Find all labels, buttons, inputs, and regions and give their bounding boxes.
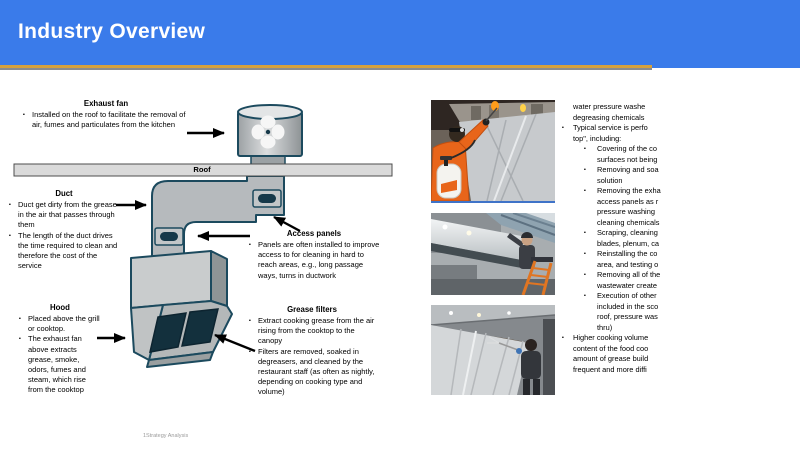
text-line-content: frequent and more diffi — [573, 364, 647, 374]
text-line: Removing all of the — [560, 270, 800, 281]
photo-hood-inspection — [431, 213, 555, 295]
text-line-content: Reinstalling the co — [597, 249, 658, 258]
text-line-content: solution — [597, 175, 623, 185]
text-line-content: content of the food coo — [573, 343, 649, 353]
bullet-item: Installed on the roof to facilitate the … — [22, 110, 190, 130]
text-line: roof, pressure was — [560, 312, 800, 323]
slide-header: Industry Overview — [0, 0, 800, 68]
text-line: area, and testing o — [560, 260, 800, 271]
text-line: water pressure washe — [560, 102, 800, 113]
callout-bullets: Duct get dirty from the grease in the ai… — [8, 200, 120, 271]
text-line: Execution of other — [560, 291, 800, 302]
callout-title: Access panels — [286, 229, 342, 238]
text-line-content: Removing the exha — [597, 186, 661, 195]
roof-bar — [13, 163, 393, 177]
roof-label: Roof — [193, 165, 211, 174]
callout-title: Duct — [55, 189, 73, 198]
fan-blades-icon — [251, 115, 285, 149]
bullet-item: Duct get dirty from the grease in the ai… — [8, 200, 120, 231]
text-line: Scraping, cleaning — [560, 228, 800, 239]
slide-title: Industry Overview — [18, 20, 206, 43]
text-line: cleaning chemicals — [560, 218, 800, 229]
text-line: surfaces not being — [560, 155, 800, 166]
text-line-content: Removing and soa — [597, 165, 659, 174]
bullet-item: The length of the duct drives the time r… — [8, 231, 120, 272]
header-accent-gold — [0, 65, 652, 68]
callout-access-panels: Access panels Panels are often installed… — [248, 229, 380, 281]
text-line-content: Scraping, cleaning — [597, 228, 658, 237]
text-line: Higher cooking volume — [560, 333, 800, 344]
text-line: amount of grease build — [560, 354, 800, 365]
text-line-content: thru) — [597, 322, 613, 332]
text-line-content: wastewater create — [597, 280, 657, 290]
arrow-access-upper — [273, 215, 301, 233]
callout-duct: Duct Duct get dirty from the grease in t… — [8, 189, 120, 271]
text-line-content: Higher cooking volume — [573, 333, 649, 342]
text-line: wastewater create — [560, 281, 800, 292]
text-line: access panels as r — [560, 197, 800, 208]
text-line-content: pressure washing — [597, 207, 655, 216]
callout-title: Exhaust fan — [83, 99, 129, 108]
text-line: included in the sco — [560, 302, 800, 313]
callout-title: Hood — [50, 303, 70, 312]
text-line-content: access panels as r — [597, 196, 659, 206]
callout-bullets: Placed above the grill or cooktop.The ex… — [18, 314, 102, 396]
text-line-content: surfaces not being — [597, 154, 658, 164]
callout-bullets: Installed on the roof to facilitate the … — [22, 110, 190, 130]
header-accent-gray — [0, 68, 652, 70]
text-line: Removing and soa — [560, 165, 800, 176]
service-description-text: water pressure washe degreasing chemical… — [560, 102, 800, 375]
text-line-content: Typical service is perfo — [573, 123, 648, 132]
text-line-content: top", including: — [573, 133, 622, 143]
callout-bullets: Extract cooking grease from the air risi… — [248, 316, 376, 398]
text-line: blades, plenum, ca — [560, 239, 800, 250]
text-line-content: amount of grease build — [573, 354, 649, 363]
text-line: Typical service is perfo — [560, 123, 800, 134]
bullet-item: The exhaust fan above extracts grease, s… — [18, 334, 102, 395]
callout-title: Grease filters — [287, 305, 337, 314]
callout-exhaust-fan: Exhaust fan Installed on the roof to fac… — [22, 99, 190, 130]
text-line: degreasing chemicals — [560, 113, 800, 124]
text-line-content: water pressure washe — [573, 102, 646, 111]
text-line: Reinstalling the co — [560, 249, 800, 260]
callout-hood: Hood Placed above the grill or cooktop.T… — [18, 303, 102, 396]
bullet-item: Placed above the grill or cooktop. — [18, 314, 102, 334]
text-line: content of the food coo — [560, 344, 800, 355]
text-line-content: Execution of other — [597, 291, 657, 300]
text-line: Removing the exha — [560, 186, 800, 197]
text-line: thru) — [560, 323, 800, 334]
bullet-item: Panels are often installed to improve ac… — [248, 240, 380, 281]
text-line-content: Covering of the co — [597, 144, 657, 153]
photo-plastic-sheeting — [431, 305, 555, 395]
text-line: frequent and more diffi — [560, 365, 800, 376]
photo-pressure-washing — [431, 100, 555, 203]
callout-grease-filters: Grease filters Extract cooking grease fr… — [248, 305, 376, 398]
grease-filter-panels — [149, 308, 219, 353]
text-line-content: area, and testing o — [597, 259, 659, 269]
callout-bullets: Panels are often installed to improve ac… — [248, 240, 380, 281]
text-line-content: blades, plenum, ca — [597, 238, 660, 248]
source-note: 1Strategy Analysis — [143, 433, 189, 439]
text-line-content: included in the sco — [597, 301, 659, 311]
bullet-item: Filters are removed, soaked in degreaser… — [248, 347, 376, 398]
text-line: top", including: — [560, 134, 800, 145]
text-line: solution — [560, 176, 800, 187]
text-line-content: degreasing chemicals — [573, 112, 645, 122]
text-line: pressure washing — [560, 207, 800, 218]
text-line-content: roof, pressure was — [597, 312, 658, 321]
bullet-item: Extract cooking grease from the air risi… — [248, 316, 376, 347]
exhaust-system-diagram — [13, 104, 393, 368]
text-line-content: cleaning chemicals — [597, 217, 660, 227]
access-panel-upper — [252, 189, 282, 208]
text-line: Covering of the co — [560, 144, 800, 155]
text-line-content: Removing all of the — [597, 270, 661, 279]
access-panel-lower — [154, 227, 184, 246]
